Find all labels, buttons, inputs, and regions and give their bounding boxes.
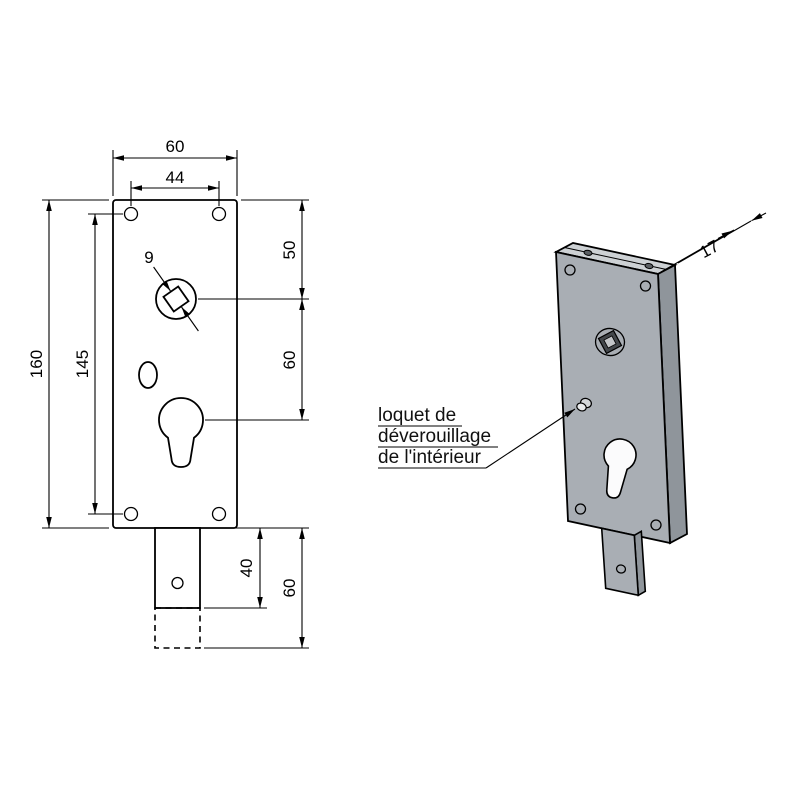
dim-top-to-spindle: 50 xyxy=(198,199,309,300)
spindle-boss-circle xyxy=(594,327,626,357)
latch-knob xyxy=(576,402,587,412)
annotation-line-1: loquet de xyxy=(378,405,456,426)
iso-view-3d: 17 loquet de déverouillage de l'intérieu… xyxy=(378,212,767,597)
dim-bolt-length: 40 xyxy=(204,528,267,609)
dim-label: 9 xyxy=(144,248,153,267)
dimension-arrow xyxy=(717,230,733,239)
euro-cylinder-keyhole xyxy=(158,397,204,468)
lock-plate-outline xyxy=(112,199,238,529)
top-face-hole xyxy=(644,262,654,270)
annotation-line-2: déverouillage xyxy=(378,426,491,447)
dim-label: 160 xyxy=(27,350,46,378)
iso-spindle-hole xyxy=(594,327,626,357)
dim-label: 44 xyxy=(166,168,185,187)
front-view-2d: 60 44 160 145 50 xyxy=(27,137,309,649)
iso-euro-cylinder-keyhole xyxy=(603,438,637,499)
latch-slot-hole xyxy=(138,361,158,389)
spindle-square-inner xyxy=(603,335,617,349)
bolt-tab-hole xyxy=(171,576,184,590)
dim-outer-height: 160 xyxy=(27,199,109,529)
annotation-latch: loquet de déverouillage de l'intérieur xyxy=(378,405,576,469)
dimension-arrow xyxy=(751,212,767,222)
dim-spindle-to-cylinder: 60 xyxy=(205,299,309,421)
spindle-square-hole xyxy=(162,285,190,313)
dim-spindle-square: 9 xyxy=(144,248,199,332)
iso-corner-screw-holes xyxy=(564,264,662,531)
dim-label: 145 xyxy=(73,350,92,378)
dim-bolt-travel: 60 xyxy=(204,527,309,649)
screw-hole xyxy=(639,280,652,292)
dim-label: 60 xyxy=(280,351,299,370)
interior-release-latch xyxy=(576,397,592,412)
top-face-hole xyxy=(583,249,593,256)
extension-line xyxy=(677,220,752,264)
dim-depth: 17 xyxy=(660,212,767,273)
annotation-leader-line xyxy=(485,408,576,469)
leader-arrow xyxy=(181,306,199,332)
corner-screw-holes xyxy=(123,206,227,522)
dim-label: 60 xyxy=(280,579,299,598)
screw-hole xyxy=(564,264,576,276)
screw-hole-top-left xyxy=(123,206,139,222)
annotation-line-3: de l'intérieur xyxy=(378,447,482,468)
screw-hole xyxy=(574,503,587,515)
dim-label: 50 xyxy=(280,241,299,260)
screw-hole-top-right xyxy=(211,206,227,222)
dim-label: 40 xyxy=(237,559,256,578)
bolt-tab-hole xyxy=(615,564,627,574)
dim-label: 60 xyxy=(166,137,185,156)
screw-hole-bottom-left xyxy=(123,506,139,522)
lock-front-face xyxy=(555,250,671,545)
screw-hole-bottom-right xyxy=(211,506,227,522)
bolt-tab xyxy=(154,527,201,609)
spindle-boss-circle xyxy=(155,278,197,320)
dim-outer-width: 60 xyxy=(112,137,238,196)
leader-arrow xyxy=(153,266,171,292)
dim-hole-spacing-height: 145 xyxy=(73,213,123,515)
dim-hole-spacing-width: 44 xyxy=(130,168,220,206)
screw-hole xyxy=(650,519,662,531)
bolt-tab-front-face xyxy=(600,527,640,597)
bolt-extended-position-hidden xyxy=(154,607,201,649)
